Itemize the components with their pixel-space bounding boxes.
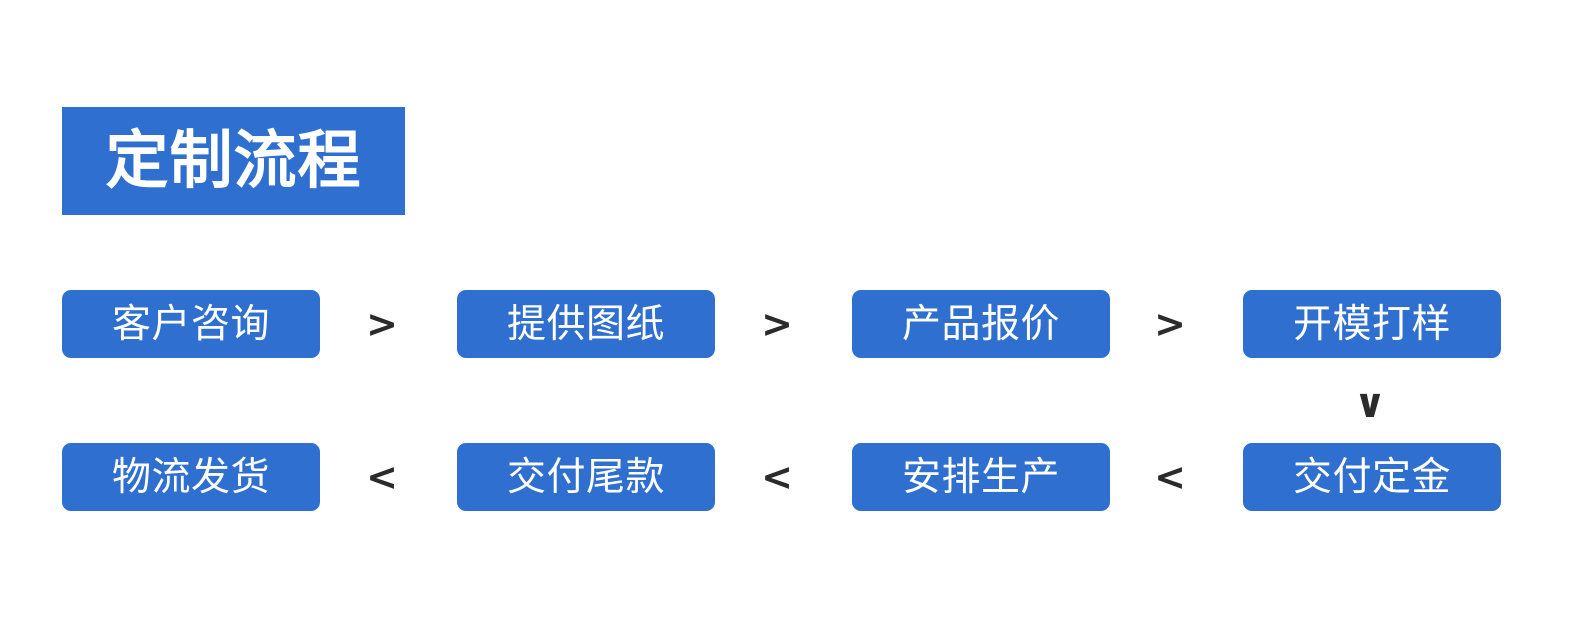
flow-step-label: 产品报价 [901,302,1060,346]
chevron-right-icon: > [761,302,793,346]
flow-step-label: 物流发货 [111,455,270,499]
chevron-left-icon: < [1154,455,1186,499]
flow-step-final-payment[interactable]: 交付尾款 [457,443,715,511]
flow-step-provide-drawings[interactable]: 提供图纸 [457,290,715,358]
chevron-right-icon: > [1154,302,1186,346]
flow-step-label: 客户咨询 [111,302,270,346]
flow-step-pay-deposit[interactable]: 交付定金 [1243,443,1501,511]
flow-step-label: 开模打样 [1292,302,1451,346]
flow-step-label: 提供图纸 [506,302,665,346]
page-title-banner: 定制流程 [62,107,405,215]
flow-step-customer-inquiry[interactable]: 客户咨询 [62,290,320,358]
flow-step-mold-sampling[interactable]: 开模打样 [1243,290,1501,358]
flow-step-label: 交付定金 [1292,455,1451,499]
chevron-down-icon: ∨ [1353,381,1387,427]
flow-step-label: 交付尾款 [506,455,665,499]
flow-row-2: 物流发货 < 交付尾款 < 安排生产 < 交付定金 [62,443,1501,511]
chevron-left-icon: < [366,455,398,499]
flow-step-label: 安排生产 [901,455,1060,499]
flow-row-1: 客户咨询 > 提供图纸 > 产品报价 > 开模打样 [62,290,1501,358]
page-title: 定制流程 [105,125,362,196]
chevron-left-icon: < [761,455,793,499]
flow-step-product-quotation[interactable]: 产品报价 [852,290,1110,358]
flow-step-logistics-shipping[interactable]: 物流发货 [62,443,320,511]
chevron-right-icon: > [366,302,398,346]
flow-step-arrange-production[interactable]: 安排生产 [852,443,1110,511]
